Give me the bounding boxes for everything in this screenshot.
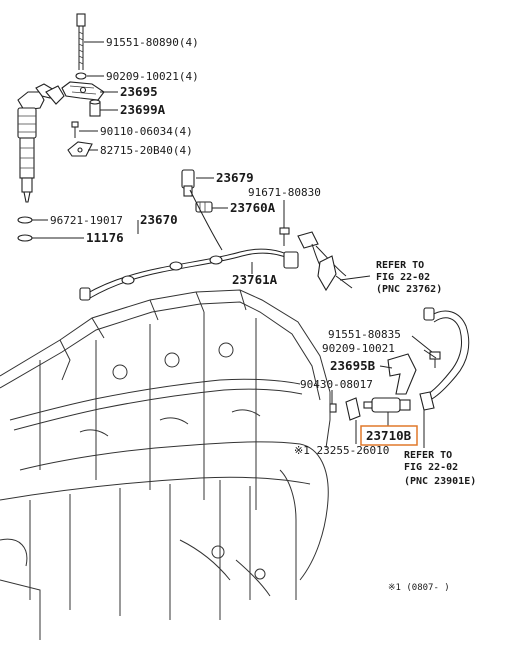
callout-11176: 11176 [86,230,124,245]
callout-90209-10021: 90209-10021(4) [106,70,199,83]
callout-90209-10021-b: 90209-10021 [322,342,395,355]
callout-23710B: 23710B [366,428,412,443]
callout-labels: 91551-80890(4) 90209-10021(4) 23695 2369… [50,36,418,457]
callout-96721-19017: 96721-19017 [50,214,123,227]
bolt-91671-80830 [279,227,290,246]
svg-text:REFER TO: REFER TO [404,450,452,461]
clamp-23695 [61,81,105,101]
callout-23679: 23679 [216,170,254,185]
callout-90430-08017: 90430-08017 [300,378,373,391]
callout-91671-80830: 91671-80830 [248,186,321,199]
bolt-90110-06034 [71,121,79,138]
leader-lines [32,41,437,448]
callout-91551-80890: 91551-80890(4) [106,36,199,49]
bolt-91551-80890 [76,13,86,70]
callout-23760A: 23760A [230,200,276,215]
nozzle-leakage-pipe-23679 [181,169,195,197]
callout-90110-06034: 90110-06034(4) [100,125,193,138]
hose-23761A [79,189,299,301]
refer-note-pnc-23762: REFER TO FIG 22-02 (PNC 23762) [376,260,442,295]
bolt-91551-80835 [429,351,441,368]
highlight-box-23710B [360,425,418,446]
bracket-23695B [387,353,417,395]
callout-23255-26010: ※1 23255-26010 [294,444,389,457]
sensor-23710B [363,391,435,413]
svg-text:REFER TO: REFER TO [376,260,424,271]
washer-90209-10021 [75,72,87,80]
callout-23695: 23695 [120,84,158,99]
callout-23670: 23670 [140,212,178,227]
pipe-pnc-23901e [423,307,470,401]
refer-note-pnc-23901e: REFER TO FIG 22-02 (PNC 23901E) [404,450,476,487]
engine-block [0,289,331,640]
bolt-90430-08017 [329,403,337,413]
injector-23670 [17,83,65,203]
svg-text:(PNC 23762): (PNC 23762) [376,284,442,295]
svg-text:FIG 22-02: FIG 22-02 [404,462,458,473]
callout-23695B: 23695B [330,358,376,373]
callout-23699A: 23699A [120,102,166,117]
clamp-23255-26010 [345,397,361,421]
connector-pnc-23762 [297,231,353,292]
gasket-11176 [17,234,33,242]
collar-23699A [89,99,101,117]
svg-text:(PNC 23901E): (PNC 23901E) [404,476,476,487]
callout-82715-20B40: 82715-20B40(4) [100,144,193,157]
callout-23761A: 23761A [232,272,278,287]
callout-91551-80835: 91551-80835 [328,328,401,341]
footnote: ※1 (0807- ) [388,583,450,593]
svg-text:FIG 22-02: FIG 22-02 [376,272,430,283]
clamp-82715-20B40 [67,141,93,157]
o-ring-96721-19017 [17,216,33,224]
